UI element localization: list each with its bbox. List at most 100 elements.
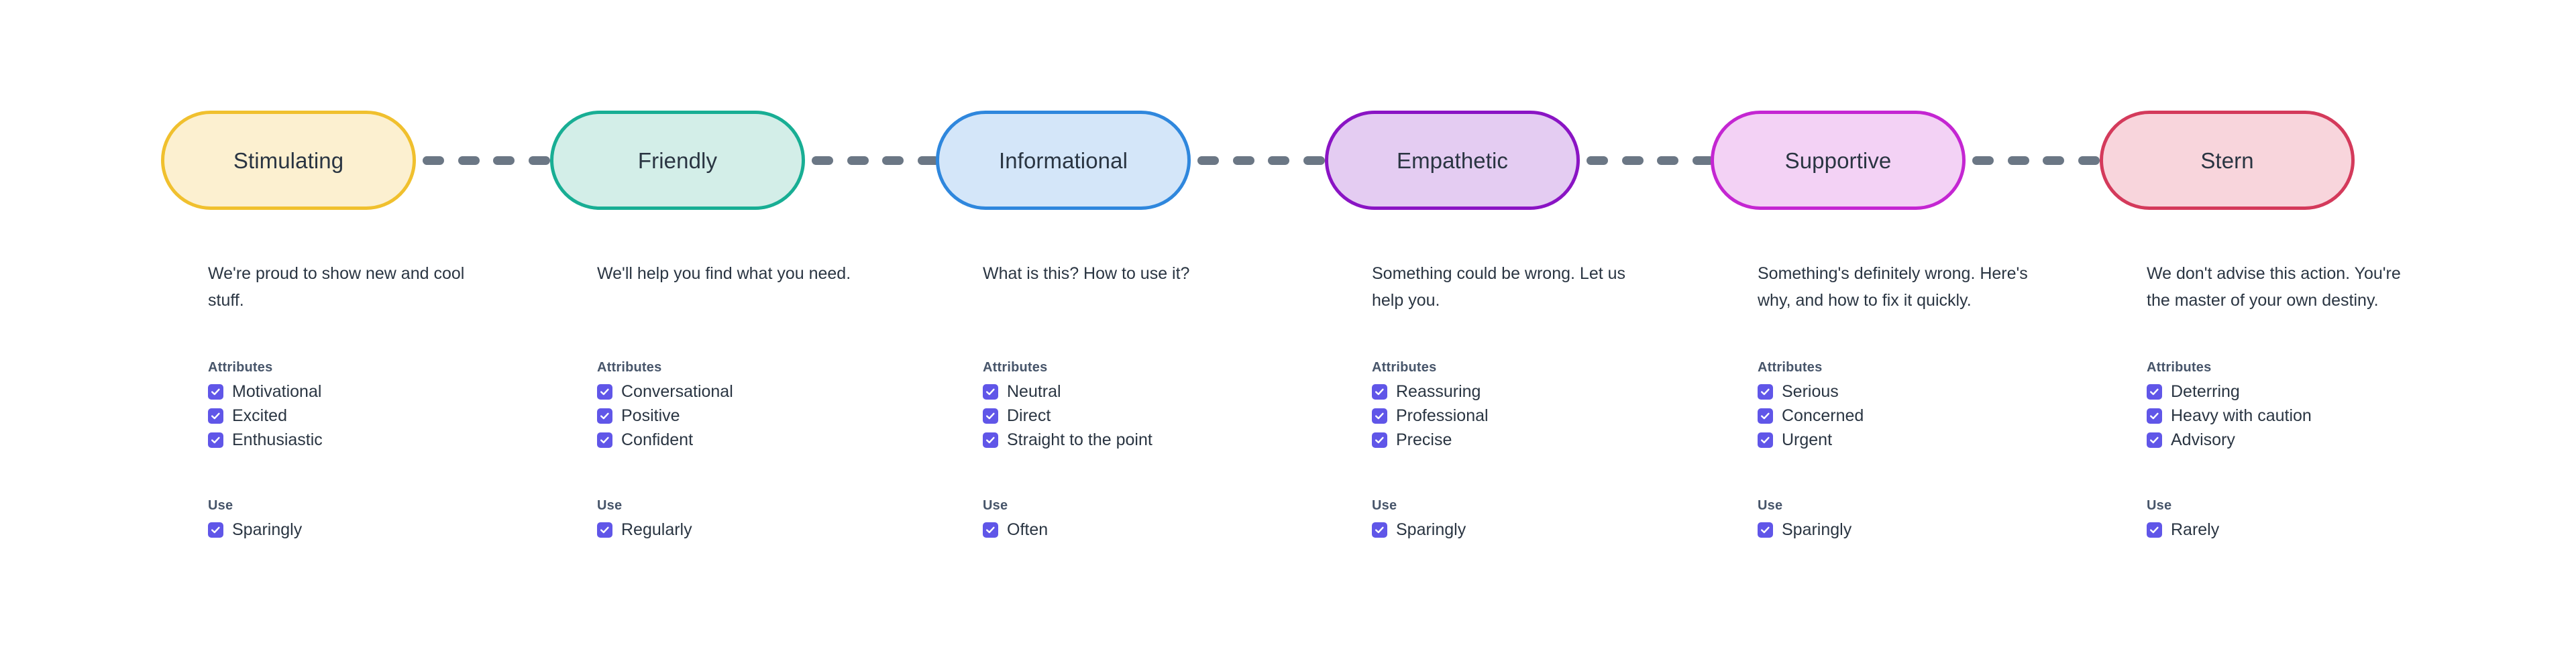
dash-segment — [1972, 156, 1994, 165]
attributes-heading: Attributes — [208, 360, 273, 375]
dash-segment — [812, 156, 833, 165]
attributes-item[interactable]: Enthusiastic — [208, 428, 503, 451]
checked-checkbox-icon[interactable] — [2147, 522, 2162, 538]
attributes-heading: Attributes — [1758, 360, 1823, 375]
checked-checkbox-icon[interactable] — [1372, 432, 1387, 448]
tone-description: Something could be wrong. Let us help yo… — [1372, 264, 1626, 310]
checked-checkbox-icon[interactable] — [2147, 408, 2162, 424]
use-item-label: Sparingly — [1782, 520, 1852, 539]
attributes-item[interactable]: Motivational — [208, 380, 503, 403]
attributes-item[interactable]: Professional — [1372, 404, 1667, 427]
checked-checkbox-icon[interactable] — [208, 384, 223, 400]
checked-checkbox-icon[interactable] — [597, 384, 612, 400]
dash-segment — [1268, 156, 1290, 165]
use-item[interactable]: Rarely — [2147, 518, 2442, 541]
attributes-item[interactable]: Advisory — [2147, 428, 2442, 451]
attributes-item[interactable]: Straight to the point — [983, 428, 1278, 451]
checked-checkbox-icon[interactable] — [1372, 408, 1387, 424]
checked-checkbox-icon[interactable] — [1758, 384, 1773, 400]
attributes-item-label: Neutral — [1007, 381, 1061, 401]
checked-checkbox-icon[interactable] — [1758, 408, 1773, 424]
tone-column: Stern We don't advise this action. You're… — [2093, 0, 2469, 649]
checked-checkbox-icon[interactable] — [983, 384, 998, 400]
tone-description: We'll help you find what you need. — [597, 264, 851, 283]
tone-pill-label: Empathetic — [1396, 148, 1509, 173]
tone-description: Something's definitely wrong. Here's why… — [1758, 264, 2028, 310]
checked-checkbox-icon[interactable] — [983, 432, 998, 448]
tone-pill[interactable]: Supportive — [1711, 111, 1966, 210]
dash-segment — [1692, 156, 1714, 165]
checked-checkbox-icon[interactable] — [1372, 384, 1387, 400]
tone-pill[interactable]: Informational — [936, 111, 1191, 210]
dash-segment — [1621, 156, 1644, 165]
checked-checkbox-icon[interactable] — [2147, 384, 2162, 400]
checked-checkbox-icon[interactable] — [1372, 522, 1387, 538]
checked-checkbox-icon[interactable] — [208, 408, 223, 424]
use-item-label: Regularly — [621, 520, 692, 539]
attributes-item[interactable]: Conversational — [597, 380, 892, 403]
dash-segment — [882, 156, 904, 165]
tone-pill-label: Stimulating — [233, 148, 344, 173]
checked-checkbox-icon[interactable] — [1758, 432, 1773, 448]
checked-checkbox-icon[interactable] — [983, 408, 998, 424]
attributes-item[interactable]: Reassuring — [1372, 380, 1667, 403]
attributes-item-label: Professional — [1396, 406, 1489, 425]
dashed-line-icon — [1197, 156, 1325, 165]
use-item-label: Sparingly — [232, 520, 303, 539]
attributes-item[interactable]: Precise — [1372, 428, 1667, 451]
attributes-item[interactable]: Neutral — [983, 380, 1278, 403]
tone-pill[interactable]: Stimulating — [161, 111, 416, 210]
dash-segment — [1197, 156, 1219, 165]
use-heading: Use — [1372, 498, 1397, 513]
attributes-item[interactable]: Urgent — [1758, 428, 2053, 451]
attributes-item-label: Direct — [1007, 406, 1051, 425]
tone-pill[interactable]: Stern — [2100, 111, 2355, 210]
use-item[interactable]: Regularly — [597, 518, 892, 541]
checked-checkbox-icon[interactable] — [1758, 522, 1773, 538]
use-item[interactable]: Often — [983, 518, 1278, 541]
attributes-item[interactable]: Serious — [1758, 380, 2053, 403]
use-item[interactable]: Sparingly — [208, 518, 503, 541]
use-item-label: Often — [1007, 520, 1049, 539]
checked-checkbox-icon[interactable] — [597, 408, 612, 424]
checked-checkbox-icon[interactable] — [2147, 432, 2162, 448]
tone-pill[interactable]: Friendly — [550, 111, 805, 210]
use-item[interactable]: Sparingly — [1758, 518, 2053, 541]
use-item[interactable]: Sparingly — [1372, 518, 1667, 541]
attributes-item-label: Concerned — [1782, 406, 1864, 425]
checked-checkbox-icon[interactable] — [208, 432, 223, 448]
attributes-item-label: Advisory — [2171, 430, 2235, 449]
attributes-item[interactable]: Concerned — [1758, 404, 2053, 427]
dashed-line-icon — [1972, 156, 2100, 165]
checked-checkbox-icon[interactable] — [597, 432, 612, 448]
dashed-line-icon — [423, 156, 550, 165]
dash-segment — [423, 156, 444, 165]
dash-segment — [1587, 156, 1608, 165]
attributes-item-label: Urgent — [1782, 430, 1833, 449]
tone-pill[interactable]: Empathetic — [1325, 111, 1580, 210]
tone-description: We don't advise this action. You're the … — [2147, 264, 2401, 310]
attributes-item[interactable]: Heavy with caution — [2147, 404, 2442, 427]
attributes-heading: Attributes — [2147, 360, 2212, 375]
checked-checkbox-icon[interactable] — [983, 522, 998, 538]
dash-segment — [528, 156, 550, 165]
attributes-item[interactable]: Deterring — [2147, 380, 2442, 403]
attributes-heading: Attributes — [597, 360, 662, 375]
attributes-item[interactable]: Excited — [208, 404, 503, 427]
attributes-item[interactable]: Positive — [597, 404, 892, 427]
attributes-item[interactable]: Confident — [597, 428, 892, 451]
attributes-item[interactable]: Direct — [983, 404, 1278, 427]
checked-checkbox-icon[interactable] — [208, 522, 223, 538]
dash-segment — [458, 156, 480, 165]
checked-checkbox-icon[interactable] — [597, 522, 612, 538]
